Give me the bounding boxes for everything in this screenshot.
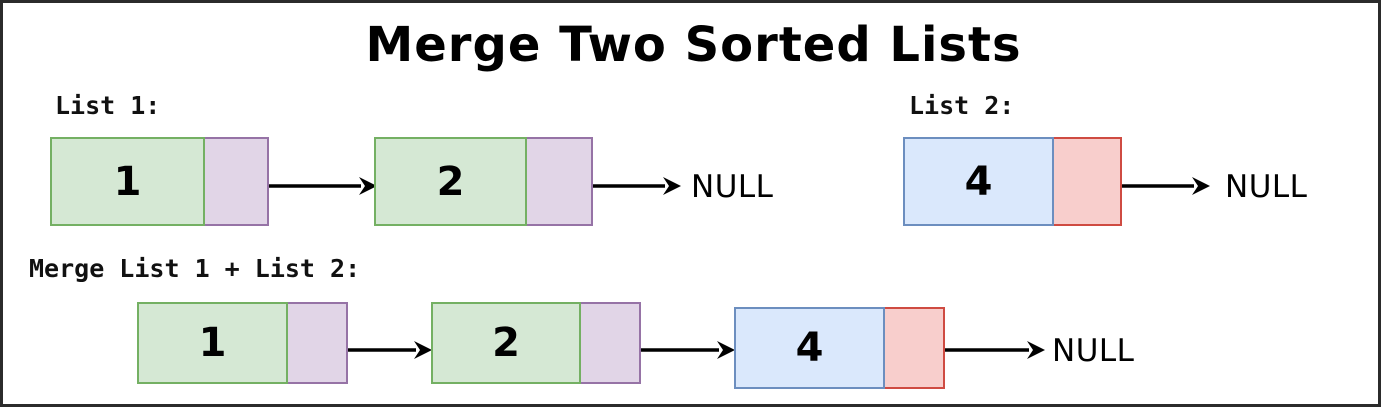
merged-arrow-null bbox=[945, 339, 1045, 361]
list2-label: List 2: bbox=[909, 91, 1015, 120]
list2-null-label: NULL bbox=[1225, 169, 1308, 205]
merged-node-1-value: 2 bbox=[431, 302, 581, 384]
merged-node-0-value: 1 bbox=[137, 302, 288, 384]
merged-node-2-pointer-cell bbox=[885, 307, 945, 389]
page-title: Merge Two Sorted Lists bbox=[365, 17, 1022, 73]
merged-node-2: 4 bbox=[734, 307, 945, 389]
merged-node-0: 1 bbox=[137, 302, 348, 384]
list1-node-1: 2 bbox=[374, 137, 593, 226]
merged-node-2-value: 4 bbox=[734, 307, 885, 389]
list2-node-0: 4 bbox=[903, 137, 1122, 226]
merged-arrow-0 bbox=[348, 339, 432, 361]
list2-arrow-null bbox=[1122, 175, 1210, 197]
merged-arrow-1 bbox=[641, 339, 735, 361]
list1-node-1-value: 2 bbox=[374, 137, 527, 226]
merged-node-1-pointer-cell bbox=[581, 302, 641, 384]
list1-node-0: 1 bbox=[50, 137, 269, 226]
list1-node-0-pointer-cell bbox=[205, 137, 269, 226]
list1-null-label: NULL bbox=[691, 169, 774, 205]
merged-null-label: NULL bbox=[1052, 333, 1135, 369]
list1-node-1-pointer-cell bbox=[527, 137, 593, 226]
merged-node-1: 2 bbox=[431, 302, 641, 384]
list2-node-0-value: 4 bbox=[903, 137, 1054, 226]
list1-arrow-null bbox=[593, 175, 681, 197]
list2-node-0-pointer-cell bbox=[1054, 137, 1122, 226]
list1-arrow-0 bbox=[269, 175, 377, 197]
list1-node-0-value: 1 bbox=[50, 137, 205, 226]
merged-node-0-pointer-cell bbox=[288, 302, 348, 384]
list1-label: List 1: bbox=[55, 91, 161, 120]
merged-label: Merge List 1 + List 2: bbox=[29, 254, 361, 283]
